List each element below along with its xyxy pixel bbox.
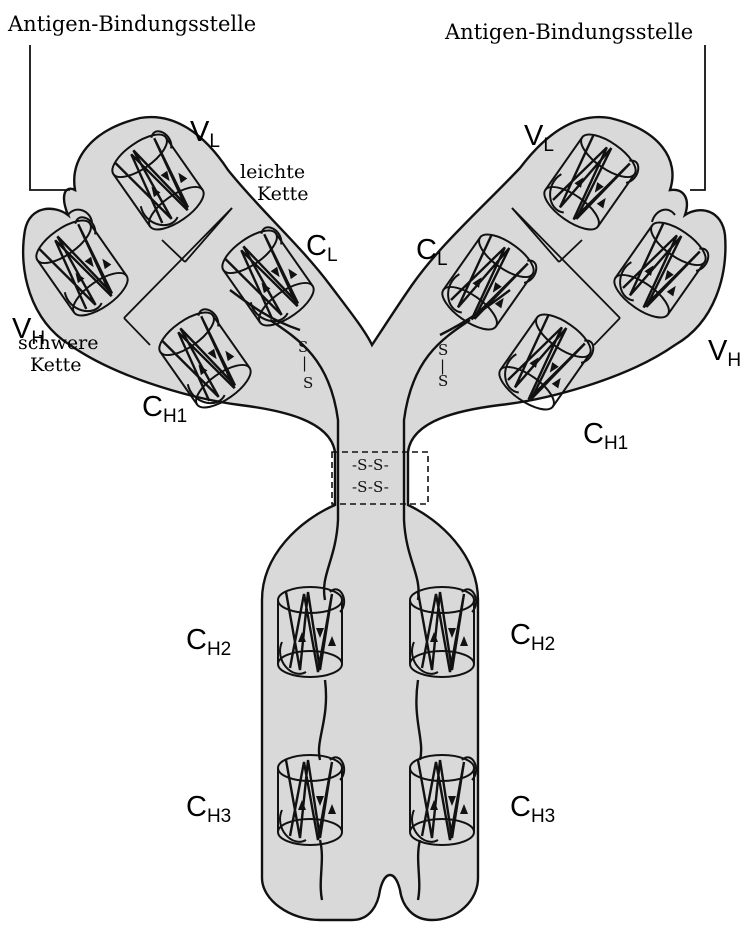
label-vh-left: VH [12,315,45,348]
antigen-binding-site-label-right: Antigen-Bindungsstelle [445,22,693,43]
ch2-right-sub: H2 [531,634,555,655]
ch1-left-sub: H1 [163,406,187,427]
cl-right-main: C [416,234,437,266]
vl-left-sub: L [209,131,220,152]
antigen-bracket-right [690,45,705,190]
label-vl-right: VL [524,122,554,155]
light-chain-label: leichte Kette [240,162,308,206]
disulfide-s-left-2: S [303,376,313,391]
vh-left-main: V [12,313,31,345]
label-cl-right: CL [416,236,448,269]
vl-right-main: V [524,120,543,152]
ch3-right-main: C [510,791,531,823]
vh-right-sub: H [727,350,741,371]
disulfide-bond-left: | [302,356,307,371]
label-ch1-right: CH1 [583,420,628,453]
vh-right-main: V [708,335,727,367]
ch3-left-sub: H3 [207,806,231,827]
label-cl-left: CL [306,232,338,265]
light-chain-label-line1: leichte [240,161,305,183]
label-ch3-left: CH3 [186,793,231,826]
ch3-left-main: C [186,791,207,823]
antibody-outline [23,117,725,920]
vh-left-sub: H [31,328,45,349]
label-ch3-right: CH3 [510,793,555,826]
disulfide-s-left-1: S [298,340,308,355]
label-ch1-left: CH1 [142,393,187,426]
ch2-left-main: C [186,624,207,656]
light-chain-label-line2: Kette [240,183,308,205]
heavy-chain-label-line2: Kette [18,354,81,376]
label-vl-left: VL [190,118,220,151]
cl-left-sub: L [327,245,338,266]
vl-left-main: V [190,116,209,148]
label-vh-right: VH [708,337,741,370]
hinge-bond-2: -S-S- [352,480,389,495]
ch3-right-sub: H3 [531,806,555,827]
ch2-right-main: C [510,619,531,651]
antigen-bracket-left [30,45,70,190]
ch1-left-main: C [142,391,163,423]
ch2-left-sub: H2 [207,639,231,660]
antigen-binding-site-label-left: Antigen-Bindungsstelle [8,14,256,35]
cl-left-main: C [306,230,327,262]
vl-right-sub: L [543,135,554,156]
disulfide-s-right-2: S [438,374,448,389]
ch1-right-sub: H1 [604,433,628,454]
label-ch2-left: CH2 [186,626,231,659]
ch1-right-main: C [583,418,604,450]
cl-right-sub: L [437,249,448,270]
disulfide-s-right-1: S [438,343,448,358]
hinge-bond-1: -S-S- [352,458,389,473]
label-ch2-right: CH2 [510,621,555,654]
